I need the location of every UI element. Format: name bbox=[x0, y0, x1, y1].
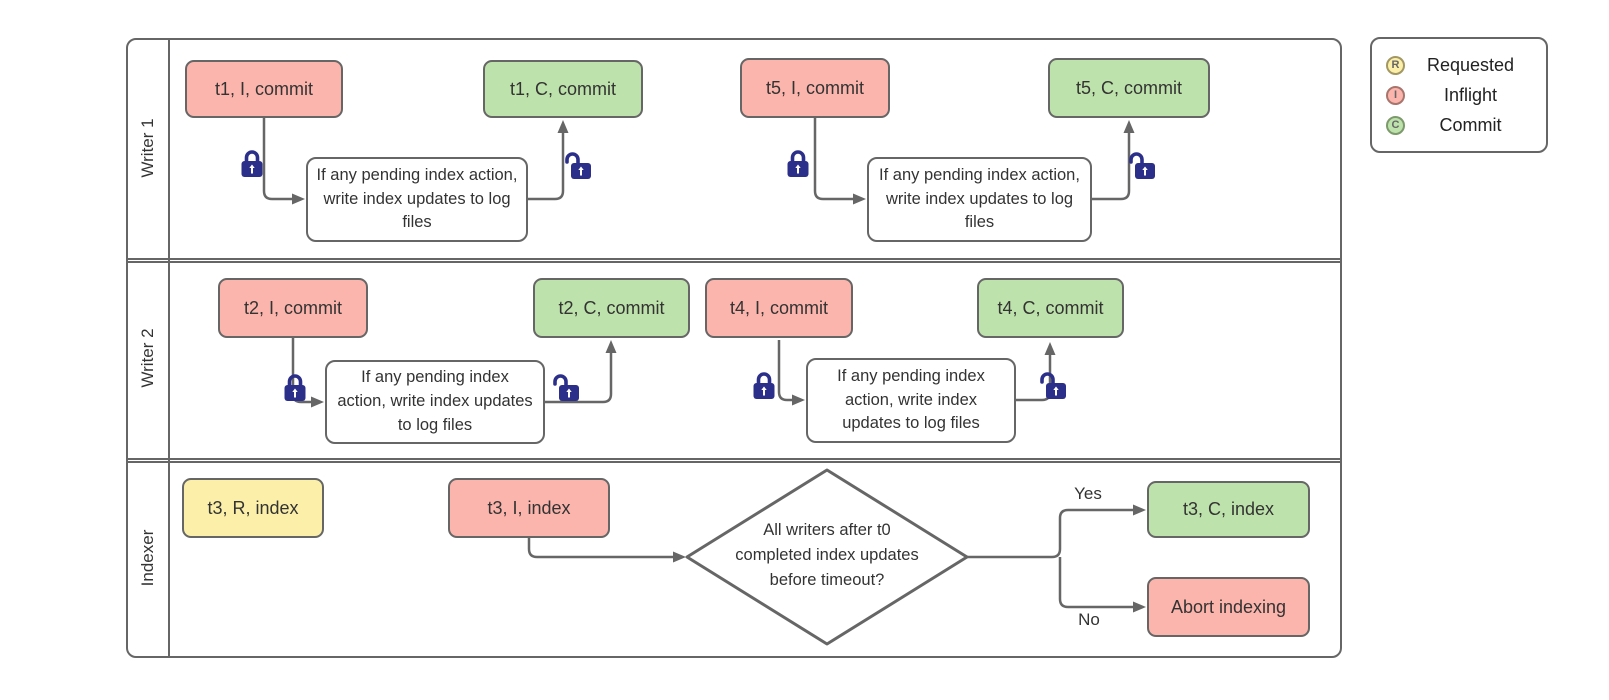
decision-diamond bbox=[685, 468, 969, 646]
node-t2-inflight: t2, I, commit bbox=[218, 278, 368, 338]
connector-process-to-t2-commit bbox=[545, 340, 617, 404]
decision-line-3: before timeout? bbox=[769, 570, 885, 589]
node-t3-requested: t3, R, index bbox=[182, 478, 324, 538]
node-t4-commit: t4, C, commit bbox=[977, 278, 1124, 338]
node-t2-commit: t2, C, commit bbox=[533, 278, 690, 338]
lock-open-icon bbox=[1129, 152, 1155, 179]
lock-open-icon bbox=[1040, 372, 1066, 399]
legend-item-inflight: I Inflight bbox=[1386, 80, 1536, 110]
node-t3-commit: t3, C, index bbox=[1147, 481, 1310, 538]
node-w2-process-2: If any pending index action, write index… bbox=[806, 358, 1016, 443]
node-t5-commit: t5, C, commit bbox=[1048, 58, 1210, 118]
connector-decision-yes bbox=[967, 504, 1146, 559]
lane-separator-1 bbox=[128, 257, 1340, 263]
lock-closed-icon bbox=[284, 374, 306, 401]
node-w2-process-1: If any pending index action, write index… bbox=[325, 360, 545, 444]
requested-state-icon: R bbox=[1386, 55, 1405, 75]
connector-process-to-t1-commit bbox=[528, 120, 569, 201]
legend-item-requested: R Requested bbox=[1386, 50, 1536, 80]
node-t1-commit: t1, C, commit bbox=[483, 60, 643, 118]
lane-label-writer-2: Writer 2 bbox=[138, 328, 157, 388]
decision-text: All writers after t0 completed index upd… bbox=[707, 518, 947, 592]
connector-t5-inflight-to-process bbox=[813, 118, 866, 205]
lane-label-indexer: Indexer bbox=[138, 529, 157, 587]
legend-label: Commit bbox=[1439, 114, 1502, 135]
node-w1-process-1: If any pending index action, write index… bbox=[306, 157, 528, 242]
swimlane-frame bbox=[126, 38, 1342, 658]
branch-label-no: No bbox=[1078, 610, 1100, 629]
decision-line-2: completed index updates bbox=[735, 545, 919, 564]
lane-label-divider bbox=[168, 40, 170, 656]
lock-closed-icon bbox=[753, 372, 775, 399]
legend-item-commit: C Commit bbox=[1386, 110, 1536, 140]
lane-separator-2 bbox=[128, 457, 1340, 463]
connector-process-to-t5-commit bbox=[1092, 120, 1135, 201]
lane-label-writer-1: Writer 1 bbox=[138, 118, 157, 178]
lock-open-icon bbox=[565, 152, 591, 179]
legend-label: Requested bbox=[1426, 54, 1515, 75]
node-abort-indexing: Abort indexing bbox=[1147, 577, 1310, 637]
legend: R Requested I Inflight C Commit bbox=[1370, 37, 1548, 153]
lock-closed-icon bbox=[241, 150, 263, 177]
node-t5-inflight: t5, I, commit bbox=[740, 58, 890, 118]
inflight-state-icon: I bbox=[1386, 85, 1405, 105]
branch-label-yes: Yes bbox=[1074, 484, 1102, 503]
node-t4-inflight: t4, I, commit bbox=[705, 278, 853, 338]
connector-decision-no bbox=[1058, 557, 1146, 613]
node-w1-process-2: If any pending index action, write index… bbox=[867, 157, 1092, 242]
connector-t1-inflight-to-process bbox=[262, 118, 305, 205]
node-t1-inflight: t1, I, commit bbox=[185, 60, 343, 118]
legend-label: Inflight bbox=[1443, 84, 1498, 105]
node-t3-inflight: t3, I, index bbox=[448, 478, 610, 538]
commit-state-icon: C bbox=[1386, 115, 1405, 135]
lock-closed-icon bbox=[787, 150, 809, 177]
connector-t3-inflight-to-decision bbox=[527, 538, 686, 563]
lock-open-icon bbox=[553, 374, 579, 401]
decision-line-1: All writers after t0 bbox=[763, 521, 891, 539]
connector-t4-inflight-to-process bbox=[777, 340, 805, 406]
